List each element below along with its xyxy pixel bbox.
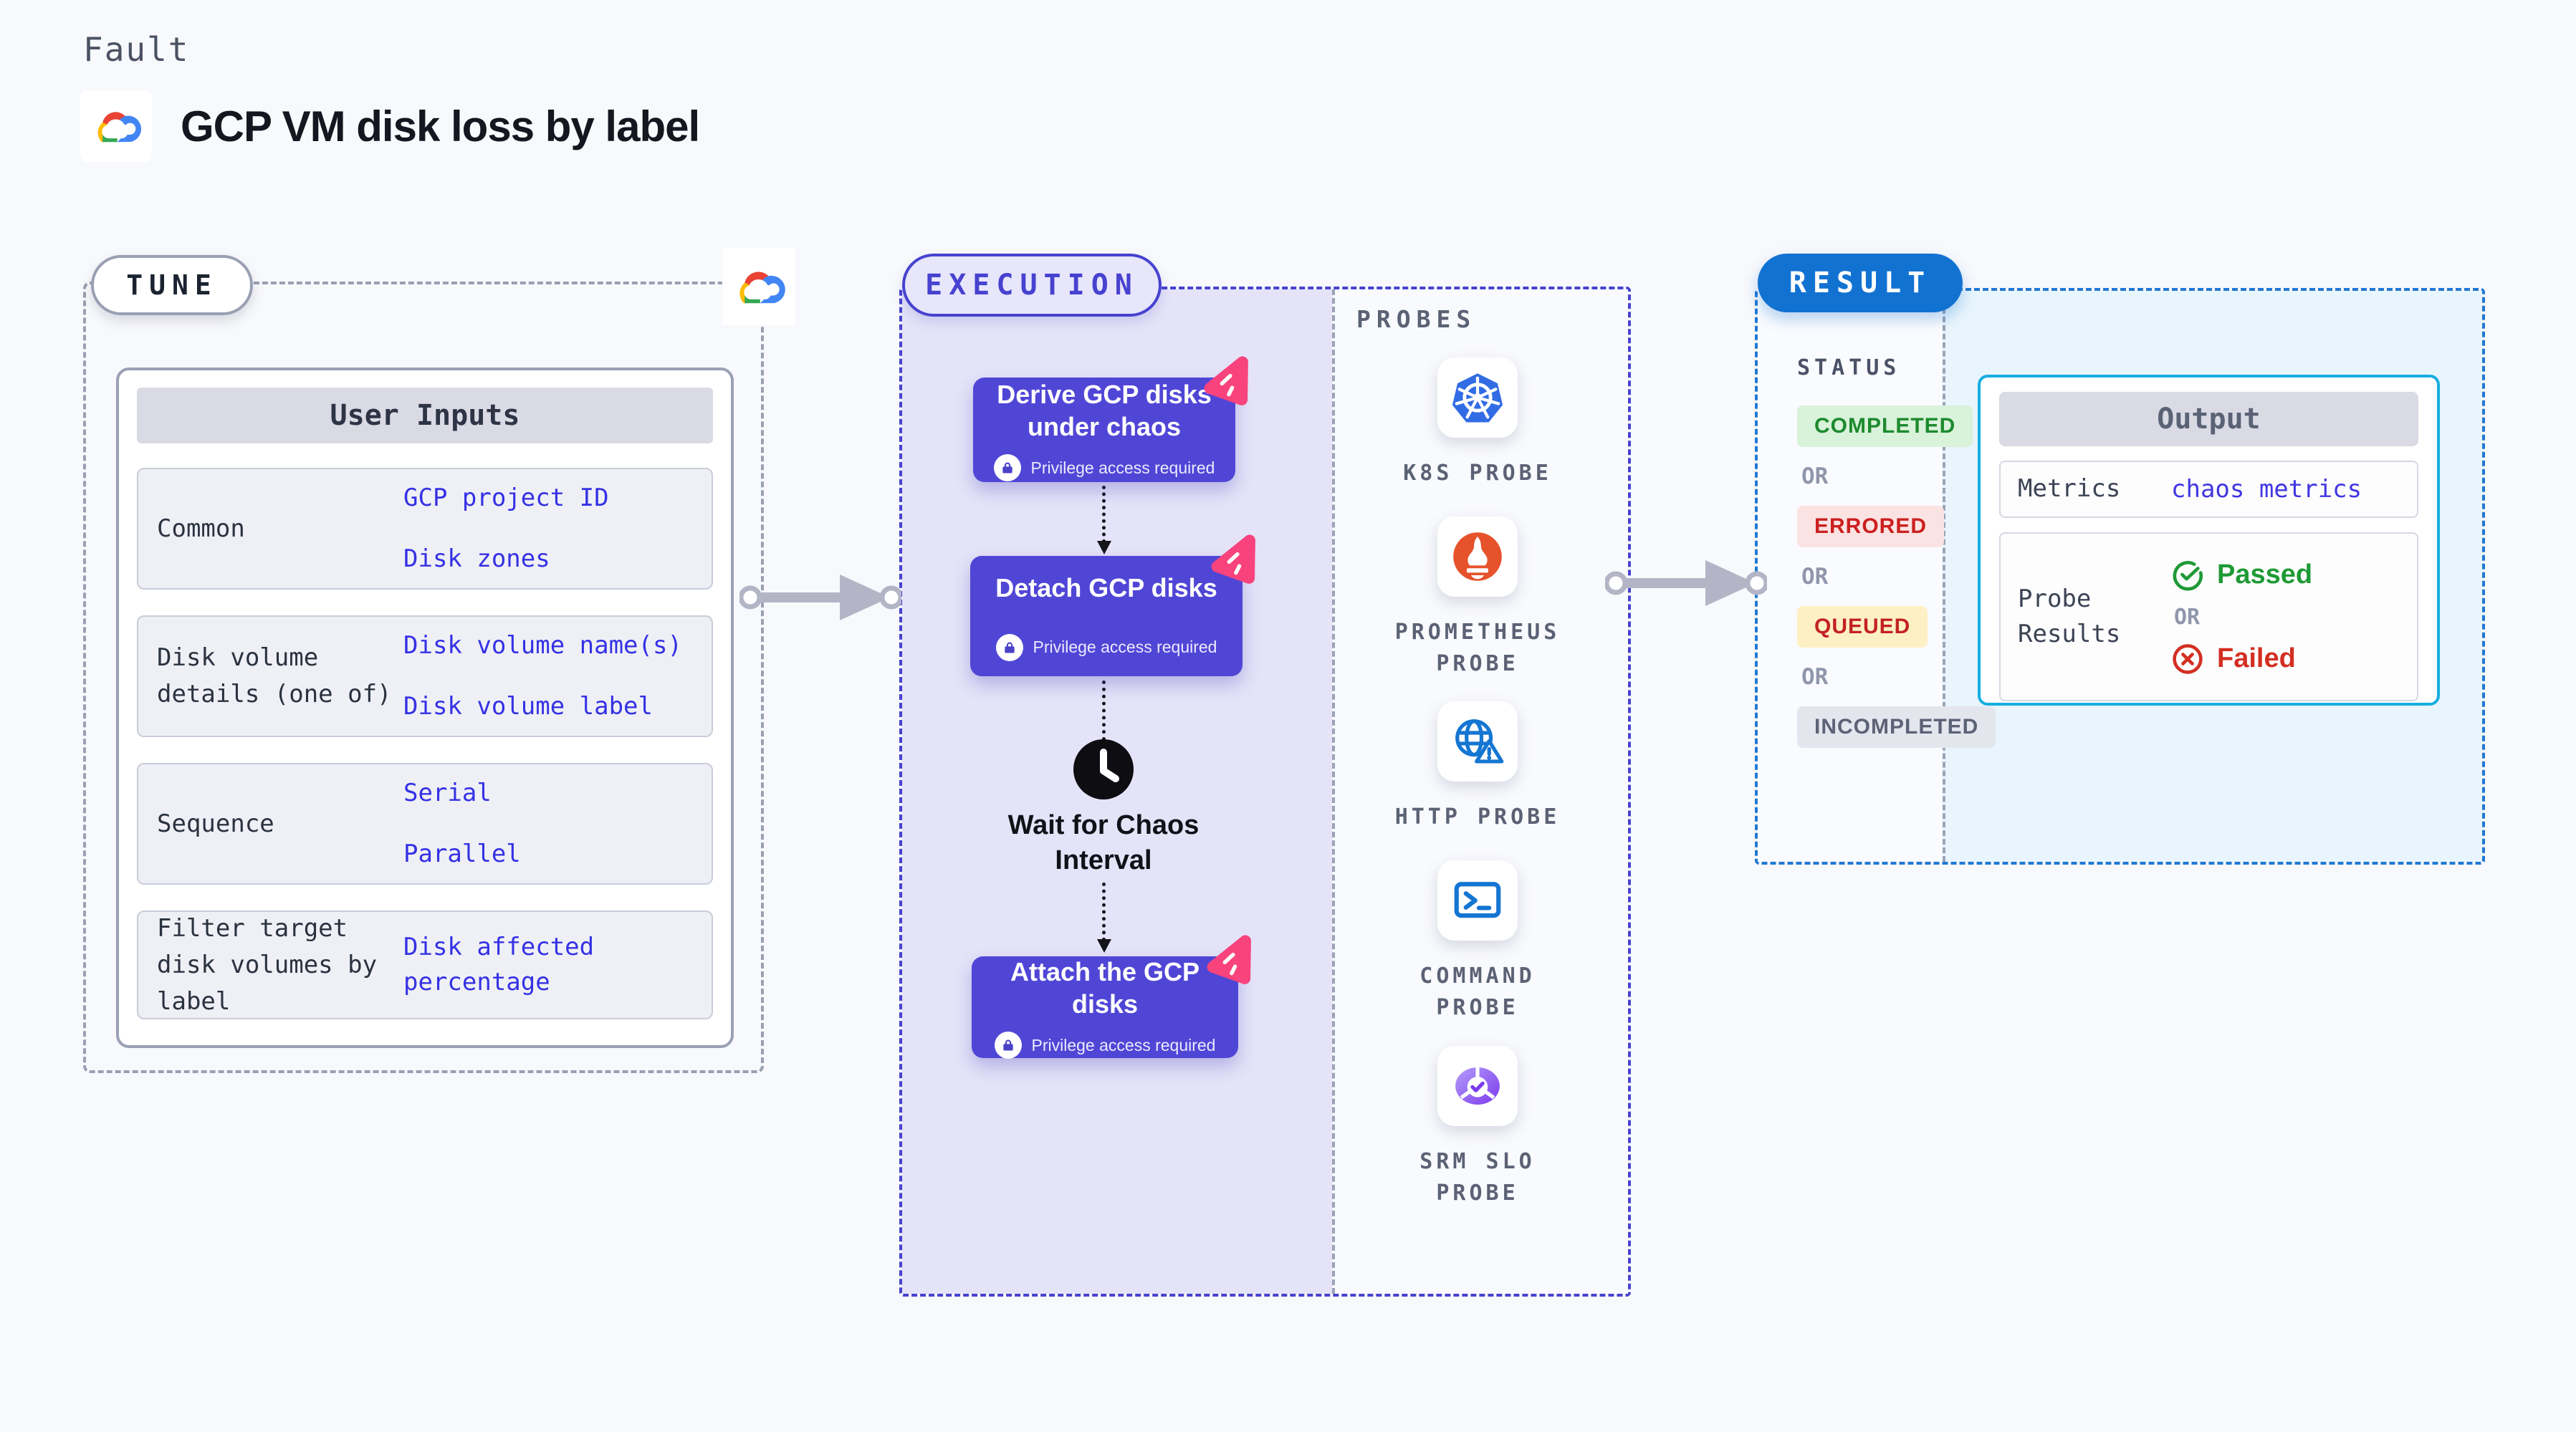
- tune-gcp-corner: [722, 248, 795, 325]
- probe-results-label: Probe Results: [2018, 584, 2121, 648]
- row-value: Disk volume label: [403, 692, 653, 721]
- status-badge-queued: QUEUED: [1797, 606, 1928, 648]
- failed-line: Failed: [2171, 643, 2312, 676]
- table-row: Disk volume details (one of) Disk volume…: [137, 615, 713, 737]
- probe-label: HTTP PROBE: [1394, 804, 1561, 830]
- metrics-label: Metrics: [2018, 474, 2121, 504]
- or-label: OR: [2174, 604, 2201, 630]
- wait-for-chaos-label: Wait for Chaos Interval: [1007, 810, 1200, 876]
- probe-label: SRM SLO PROBE: [1419, 1149, 1536, 1206]
- user-inputs-card: User Inputs Common GCP project ID Disk z…: [116, 367, 734, 1048]
- or-label: OR: [1801, 564, 1829, 590]
- chaos-fault-icon: [1211, 534, 1255, 584]
- probe-item-http: HTTP PROBE: [1377, 701, 1578, 833]
- output-header: Output: [1999, 392, 2418, 446]
- status-badge-errored: ERRORED: [1797, 506, 1945, 547]
- title-row: GCP VM disk loss by label: [80, 90, 700, 162]
- probe-results-row: Probe Results Passed OR Failed: [1999, 532, 2418, 701]
- probe-label: K8S PROBE: [1403, 461, 1552, 486]
- privilege-note-text: Privilege access required: [1033, 638, 1217, 656]
- row-value: Disk affected percentage: [403, 932, 595, 996]
- row-value: GCP project ID: [403, 483, 609, 512]
- page-title: GCP VM disk loss by label: [181, 102, 700, 150]
- privilege-note: Privilege access required: [993, 454, 1215, 481]
- flow-arrow: [739, 575, 901, 620]
- status-zone: [1758, 291, 1943, 862]
- execution-badge: EXECUTION: [902, 254, 1162, 317]
- passed-line: Passed: [2171, 559, 2312, 592]
- gcp-logo-tile: [80, 90, 152, 162]
- table-row: Common GCP project ID Disk zones: [137, 468, 713, 590]
- user-inputs-header: User Inputs: [137, 388, 713, 443]
- prometheus-icon: [1437, 516, 1518, 597]
- row-label: Common: [157, 514, 245, 543]
- metrics-row: Metrics chaos metrics: [1999, 461, 2418, 518]
- tune-panel: [83, 282, 764, 1073]
- lock-icon: [994, 1032, 1022, 1059]
- output-card: Output Metrics chaos metrics Probe Resul…: [1978, 375, 2440, 706]
- privilege-note: Privilege access required: [995, 633, 1217, 661]
- status-heading: STATUS: [1797, 355, 1901, 380]
- result-badge: RESULT: [1758, 254, 1963, 312]
- slo-donut-icon: [1437, 1046, 1518, 1126]
- step-title: Derive GCP disks under chaos: [997, 380, 1212, 441]
- table-row: Filter target disk volumes by label Disk…: [137, 910, 713, 1019]
- probe-item-command: COMMAND PROBE: [1377, 860, 1578, 1023]
- tune-badge: TUNE: [91, 255, 253, 315]
- step-title: Attach the GCP disks: [1010, 957, 1200, 1019]
- status-badge-completed: COMPLETED: [1797, 405, 1973, 447]
- flow-arrow: [1605, 560, 1767, 606]
- row-value: Serial: [403, 778, 492, 807]
- or-label: OR: [1801, 664, 1829, 690]
- metrics-value: chaos metrics: [2171, 475, 2362, 504]
- gcp-cloud-icon: [97, 112, 142, 143]
- probes-heading: PROBES: [1356, 305, 1477, 333]
- row-label: Sequence: [157, 809, 274, 838]
- step-derive-gcp-disks: Derive GCP disks under chaos Privilege a…: [973, 356, 1248, 482]
- row-label: Filter target disk volumes by label: [157, 913, 378, 1016]
- chaos-fault-icon: [1204, 356, 1248, 405]
- row-value: Disk volume name(s): [403, 630, 682, 660]
- check-circle-icon: [2173, 560, 2203, 590]
- lock-icon: [995, 633, 1023, 661]
- privilege-note-text: Privilege access required: [1031, 1035, 1216, 1054]
- step-attach-gcp-disks: Attach the GCP disks Privilege access re…: [972, 935, 1251, 1059]
- fault-kicker: Fault: [83, 30, 190, 69]
- flow-connector: [1097, 883, 1111, 953]
- x-circle-icon: [2173, 643, 2203, 674]
- or-label: OR: [1801, 463, 1829, 489]
- table-row: Sequence Serial Parallel: [137, 763, 713, 885]
- privilege-note: Privilege access required: [994, 1032, 1216, 1059]
- step-title: Detach GCP disks: [995, 572, 1217, 602]
- privilege-note-text: Privilege access required: [1030, 458, 1215, 477]
- wait-clock-icon: [1073, 739, 1134, 799]
- probe-item-prometheus: PROMETHEUS PROBE: [1377, 516, 1578, 679]
- probe-item-k8s: K8S PROBE: [1377, 357, 1578, 489]
- row-value: Disk zones: [403, 544, 550, 573]
- probe-label: COMMAND PROBE: [1419, 964, 1536, 1020]
- flow-connector: [1097, 681, 1111, 759]
- status-list: STATUS COMPLETED OR ERRORED OR QUEUED OR…: [1797, 355, 1996, 748]
- failed-label: Failed: [2217, 643, 2296, 673]
- probe-label: PROMETHEUS PROBE: [1394, 620, 1561, 676]
- kubernetes-icon: [1437, 357, 1518, 438]
- flow-connector: [1097, 486, 1111, 554]
- terminal-icon: [1437, 860, 1518, 941]
- passed-label: Passed: [2217, 559, 2313, 590]
- chaos-fault-icon: [1207, 935, 1251, 984]
- probe-item-srm-slo: SRM SLO PROBE: [1377, 1046, 1578, 1208]
- globe-warning-icon: [1437, 701, 1518, 782]
- row-value: Parallel: [403, 840, 521, 868]
- probes-zone: [1332, 289, 1628, 1294]
- step-detach-gcp-disks: Detach GCP disks Privilege access requir…: [970, 534, 1255, 676]
- gcp-cloud-icon: [739, 271, 785, 304]
- lock-icon: [993, 454, 1021, 481]
- status-badge-incompleted: INCOMPLETED: [1797, 706, 1996, 748]
- row-label: Disk volume details (one of): [157, 643, 392, 708]
